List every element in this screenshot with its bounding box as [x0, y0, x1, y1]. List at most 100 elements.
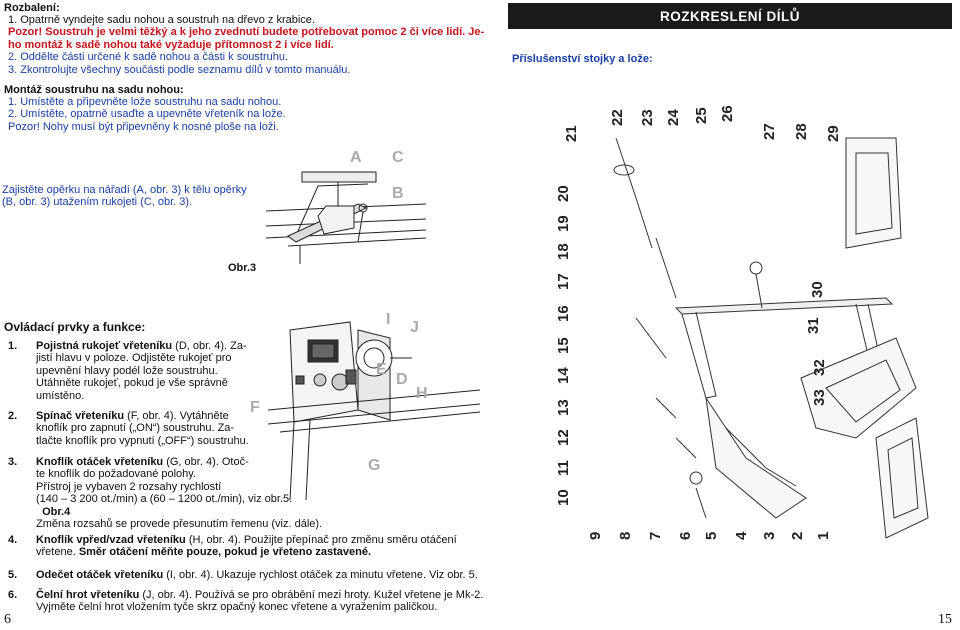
part-number-25: 25 [693, 107, 710, 124]
part-number-20: 20 [556, 185, 572, 202]
control-item-2-line2: knoflík pro zapnutí („ON“) soustruhu. Za… [36, 422, 235, 435]
left-page-number: 6 [4, 612, 11, 627]
part-number-2: 2 [789, 532, 806, 540]
fig3-label-b: B [392, 185, 404, 202]
fig4-label-e: E [376, 361, 387, 378]
figure-4-caption: Obr.4 [36, 505, 71, 518]
part-number-27: 27 [761, 123, 778, 140]
fig4-label-i: I [386, 311, 390, 328]
part-number-15: 15 [556, 337, 572, 354]
control-item-1-title: Pojistná rukojeť vřeteníku [36, 340, 173, 352]
figure-3-caption: Obr.3 [228, 262, 257, 274]
control-item-1-line4: Utáhněte rukojeť, pokud je vše správně [36, 377, 228, 390]
control-item-3-line4: (140 – 3 200 ot./min) a (60 – 1200 ot./m… [36, 493, 293, 506]
figure-4-headstock-drawing: I J E D H F G [250, 311, 480, 500]
part-number-28: 28 [793, 123, 810, 140]
fig4-label-f: F [250, 399, 260, 416]
unpacking-warning-line2: ho montáž k sadě nohou také vyžaduje pří… [8, 38, 334, 51]
control-item-6-number: 6. [8, 589, 18, 601]
part-number-31: 31 [805, 317, 822, 334]
control-item-6-title: Čelní hrot vřeteníku [36, 589, 140, 601]
part-number-29: 29 [825, 125, 842, 142]
part-number-17: 17 [556, 273, 572, 290]
part-number-30: 30 [809, 281, 826, 298]
control-item-1-line2: jistí hlavu v poloze. Odjistěte rukojeť … [36, 352, 232, 365]
part-number-33: 33 [811, 389, 828, 406]
fig3-label-c: C [392, 149, 404, 166]
tool-rest-instruction: Zajistěte opěrku na nářadí (A, obr. 3) k… [2, 184, 247, 209]
tool-rest-line-1: Zajistěte opěrku na nářadí (A, obr. 3) k… [2, 184, 247, 196]
part-number-7: 7 [647, 532, 664, 540]
part-number-3: 3 [761, 532, 778, 540]
part-number-18: 18 [556, 243, 572, 260]
controls-heading: Ovládací prvky a funkce: [4, 320, 146, 334]
part-number-23: 23 [639, 109, 656, 126]
part-number-26: 26 [719, 105, 736, 122]
part-number-11: 11 [556, 460, 572, 476]
control-item-4-title: Knoflík vpřed/vzad vřeteníku [36, 534, 186, 546]
fig4-label-d: D [396, 371, 408, 388]
assembly-section: 1. Umístěte a připevněte lože soustruhu … [8, 96, 286, 133]
part-number-12: 12 [556, 429, 572, 446]
control-item-2-title: Spínač vřeteníku [36, 410, 125, 422]
control-item-2-number: 2. [8, 410, 18, 422]
right-page-number: 15 [938, 612, 952, 627]
control-item-5-number: 5. [8, 569, 18, 581]
parts-diagram-banner: ROZKRESLENÍ DÍLŮ [508, 3, 952, 29]
control-item-5-title: Odečet otáček vřeteníku [36, 569, 164, 581]
unpacking-warning-line1: Pozor! Soustruh je velmi těžký a k jeho … [8, 26, 485, 39]
tool-rest-line-2: (B, obr. 3) utažením rukojeti (C, obr. 3… [2, 196, 193, 209]
control-item-6-line2: Vyjměte čelní hrot vložením tyče skrz op… [36, 601, 438, 614]
unpacking-step-3: 3. Zkontrolujte všechny součásti podle s… [8, 63, 351, 76]
control-item-2-line3: tlačte knoflík pro vypnutí („OFF“) soust… [36, 434, 249, 447]
unpacking-step-1: 1. Opatrně vyndejte sadu nohou a soustru… [8, 14, 315, 26]
fig3-label-a: A [350, 149, 362, 166]
assembly-heading: Montáž soustruhu na sadu nohou: [4, 84, 184, 96]
control-item-6-text: (J, obr. 4). Používá se pro obrábění mez… [139, 589, 484, 601]
part-number-14: 14 [556, 367, 572, 384]
unpacking-step-2: 2. Oddělte části určené k sadě nohou a č… [8, 51, 289, 64]
fig4-label-j: J [410, 319, 419, 336]
control-item-4-line2: vřetene. [36, 546, 79, 559]
fig4-label-g: G [368, 457, 380, 474]
accessories-subtitle: Příslušenství stojky a lože: [512, 53, 653, 65]
controls-list: 1. Pojistná rukojeť vřeteníku (D, obr. 4… [8, 340, 249, 460]
part-number-24: 24 [665, 109, 682, 126]
unpacking-section: 1. Opatrně vyndejte sadu nohou a soustru… [8, 14, 484, 76]
part-number-5: 5 [703, 532, 720, 540]
control-item-1-line5: umístěno. [36, 389, 85, 402]
unpacking-heading: Rozbalení: [4, 2, 60, 14]
part-number-22: 22 [609, 109, 626, 126]
control-item-1-number: 1. [8, 340, 18, 352]
fig4-label-h: H [416, 385, 428, 402]
assembly-step-2: 2. Umístěte, opatrně usaďte a upevněte v… [8, 108, 286, 121]
part-number-16: 16 [556, 305, 572, 322]
control-item-3-line1: (G, obr. 4). Otoč- [163, 456, 249, 468]
control-item-1-line3: upevnění hlavy podél lože soustruhu. [36, 364, 218, 377]
figure-3-tool-rest-drawing: A C B [265, 149, 427, 264]
part-number-32: 32 [811, 359, 828, 376]
control-item-3-title: Knoflík otáček vřeteníku [36, 456, 164, 468]
part-number-13: 13 [556, 399, 572, 416]
control-item-2-line1: (F, obr. 4). Vytáhněte [124, 410, 229, 422]
control-item-3-number: 3. [8, 456, 18, 468]
part-number-9: 9 [587, 532, 604, 540]
part-number-10: 10 [556, 489, 572, 506]
part-number-19: 19 [556, 215, 572, 232]
part-number-6: 6 [677, 532, 694, 540]
part-number-1: 1 [815, 532, 832, 540]
part-number-21: 21 [563, 125, 580, 142]
control-item-3-line6: Změna rozsahů se provede přesunutím řeme… [36, 518, 323, 531]
control-item-5-text: (I, obr. 4). Ukazuje rychlost otáček za … [163, 569, 478, 581]
part-number-8: 8 [617, 532, 634, 540]
control-item-3-line2: te knoflík do požadované polohy. [36, 468, 197, 481]
assembly-warning: Pozor! Nohy musí být připevněny k nosné … [8, 120, 279, 133]
control-item-3-line3: Přístroj je vybaven 2 rozsahy rychlostí [36, 480, 222, 493]
part-number-4: 4 [733, 531, 750, 540]
control-item-1-line1: (D, obr. 4). Za- [172, 340, 247, 352]
control-item-4-warning: Směr otáčení měňte pouze, pokud je vřete… [78, 546, 372, 559]
control-item-4-line1: (H, obr. 4). Použijte přepínač pro změnu… [185, 534, 457, 546]
assembly-step-1: 1. Umístěte a připevněte lože soustruhu … [8, 96, 282, 108]
